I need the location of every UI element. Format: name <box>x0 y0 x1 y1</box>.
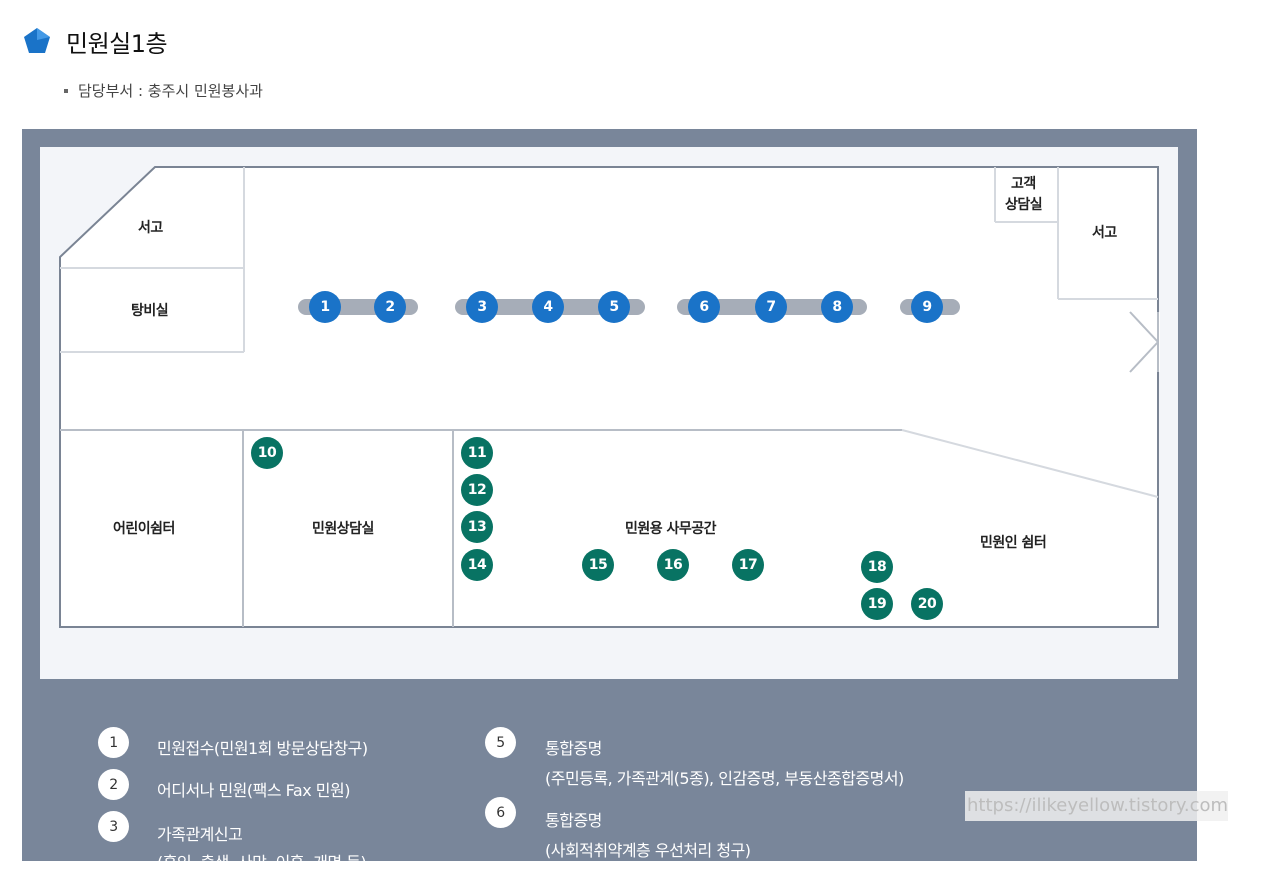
room-customer-consult-line1: 고객 <box>1011 176 1036 192</box>
page-title-row: 민원실1층 <box>22 24 168 58</box>
floor-plan-map: 서고 탕비실 고객 상담실 서고 어린이쉼터 민원상담실 민원용 사무공간 민원… <box>40 147 1178 679</box>
department-info: 담당부서 : 충주시 민원봉사과 <box>64 80 263 101</box>
counter-badge-2: 2 <box>374 291 406 323</box>
bullet-icon <box>64 88 68 93</box>
room-office-space: 민원용 사무공간 <box>625 521 717 537</box>
watermark: https://ilikeyellow.tistory.com <box>965 791 1228 821</box>
page-title: 민원실1층 <box>66 29 168 58</box>
legend-label: 통합증명 <box>545 811 602 830</box>
legend-label: 어디서나 민원(팩스 Fax 민원) <box>157 781 350 800</box>
legend-sublabel: (사회적취약계층 우선처리 청구) <box>545 841 751 860</box>
counter-badge-19: 19 <box>861 588 893 620</box>
room-storage-left: 서고 <box>138 220 163 236</box>
legend-label: 가족관계신고 <box>157 825 243 844</box>
legend-sublabel: (혼인, 출생, 사망, 이혼, 개명 등) <box>157 853 367 872</box>
legend-sublabel: (주민등록, 가족관계(5종), 인감증명, 부동산종합증명서) <box>545 769 904 788</box>
counter-badge-11: 11 <box>461 437 493 469</box>
room-kids-rest: 어린이쉼터 <box>113 521 175 537</box>
counter-badge-6: 6 <box>688 291 720 323</box>
room-kitchenette: 탕비실 <box>131 303 169 319</box>
counter-badge-5: 5 <box>598 291 630 323</box>
counter-badge-12: 12 <box>461 474 493 506</box>
floor-plan-drawing <box>59 166 1160 628</box>
counter-badge-10: 10 <box>251 437 283 469</box>
room-customer-consult-line2: 상담실 <box>1005 197 1043 213</box>
room-civil-rest: 민원인 쉼터 <box>980 535 1047 551</box>
counter-badge-8: 8 <box>821 291 853 323</box>
counter-badge-15: 15 <box>582 549 614 581</box>
blue-pentagon-icon <box>24 28 50 53</box>
counter-badge-20: 20 <box>911 588 943 620</box>
counter-badge-9: 9 <box>911 291 943 323</box>
counter-badge-18: 18 <box>861 551 893 583</box>
department-text: 담당부서 : 충주시 민원봉사과 <box>78 82 263 100</box>
legend-number: 3 <box>98 811 129 842</box>
counter-badge-7: 7 <box>755 291 787 323</box>
floor-plan-panel: 서고 탕비실 고객 상담실 서고 어린이쉼터 민원상담실 민원용 사무공간 민원… <box>22 129 1197 872</box>
legend-number: 2 <box>98 769 129 800</box>
counter-badge-1: 1 <box>309 291 341 323</box>
counter-badge-17: 17 <box>732 549 764 581</box>
legend-number: 6 <box>485 797 516 828</box>
counter-badge-13: 13 <box>461 511 493 543</box>
counter-badge-4: 4 <box>532 291 564 323</box>
room-storage-right: 서고 <box>1092 225 1117 241</box>
legend-label: 통합증명 <box>545 739 602 758</box>
legend-number: 1 <box>98 727 129 758</box>
counter-badge-14: 14 <box>461 549 493 581</box>
counter-badge-3: 3 <box>466 291 498 323</box>
legend-label: 민원접수(민원1회 방문상담창구) <box>157 739 368 758</box>
room-civil-consult: 민원상담실 <box>312 521 374 537</box>
counter-badge-16: 16 <box>657 549 689 581</box>
legend-number: 5 <box>485 727 516 758</box>
